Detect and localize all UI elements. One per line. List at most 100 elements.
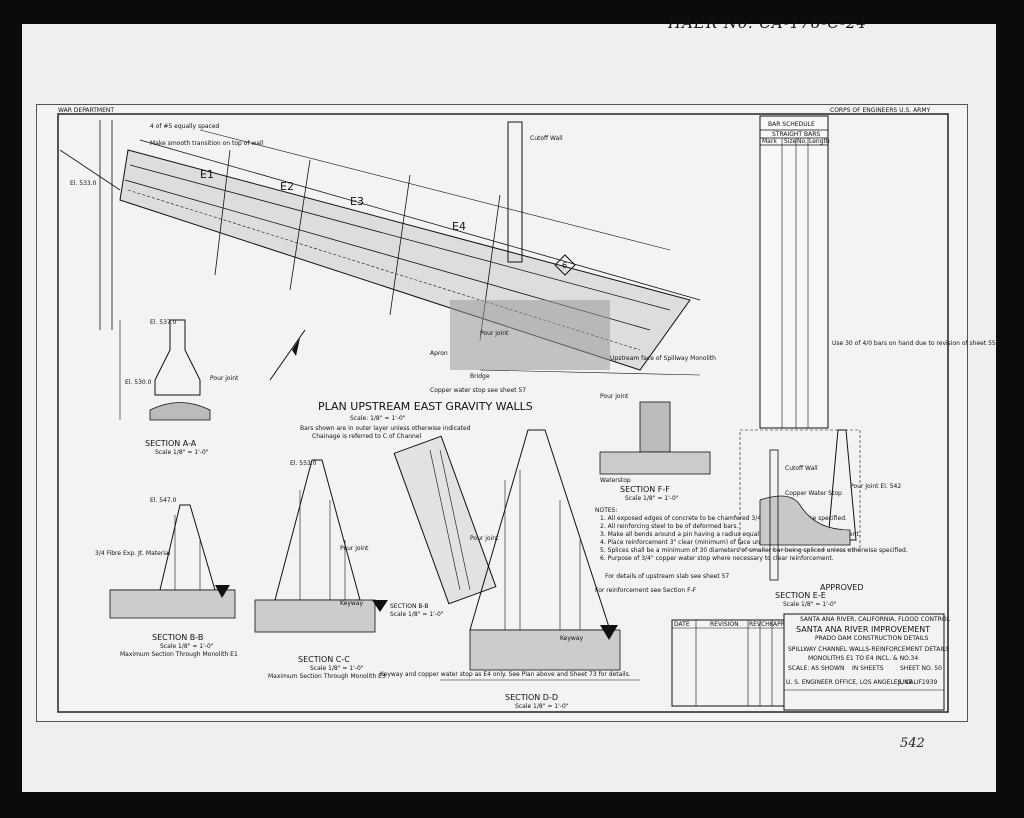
svg-text:BAR SCHEDULE: BAR SCHEDULE [768, 121, 815, 128]
revision-table: DATE REVISION REV CHK APR [671, 619, 785, 707]
svg-text:Copper Water Stop: Copper Water Stop [785, 490, 842, 497]
svg-text:MONOLITHS E1 TO E4 INCL. & NO.: MONOLITHS E1 TO E4 INCL. & NO.34 [808, 655, 918, 662]
section-bb-subtitle: Maximum Section Through Monolith E1 [120, 651, 238, 658]
svg-text:REV: REV [749, 621, 762, 628]
section-bb: El. 547.0 3/4 Fibre Exp. Jt. Material [95, 497, 236, 619]
section-dd-scale: Scale 1/8" = 1'-0" [515, 703, 569, 710]
section-dd-title: SECTION D-D [505, 693, 558, 702]
svg-text:U. S. ENGINEER OFFICE, LOS ANG: U. S. ENGINEER OFFICE, LOS ANGELES, CALI… [786, 679, 923, 686]
plan-note: Bars shown are in outer layer unless oth… [300, 425, 471, 432]
svg-text:For reinforcement see Section: For reinforcement see Section F-F [595, 587, 697, 594]
callout-apron: Apron [430, 350, 448, 357]
section-cc-scale: Scale 1/8" = 1'-0" [310, 665, 364, 672]
section-ff: Pour joint Waterstop [599, 393, 711, 484]
section-aa-scale: Scale 1/8" = 1'-0" [155, 449, 209, 456]
callout-bars: 4 of #5 equally spaced [150, 123, 220, 130]
svg-text:Size: Size [784, 138, 797, 145]
svg-text:Pour joint: Pour joint [340, 545, 369, 552]
svg-text:Pour joint: Pour joint [470, 535, 499, 542]
svg-text:El. 530.0: El. 530.0 [125, 379, 152, 386]
plan-view: 6 E1 E2 E3 E4 4 of #5 equally spaced Mak… [59, 120, 716, 394]
plan-scale: Scale: 1/8" = 1'-0" [350, 415, 406, 422]
section-bb-title: SECTION B-B [152, 633, 203, 642]
svg-text:APR: APR [773, 621, 785, 628]
section-cc-subtitle: Maximum Section Through Monolith E3 [268, 673, 386, 680]
svg-text:Keyway: Keyway [340, 600, 363, 607]
record-id: HAER No. CA-178-C-24 [668, 14, 868, 32]
hatched-slab [450, 300, 610, 370]
wall-label-e1: E1 [200, 168, 214, 181]
svg-text:6: 6 [562, 261, 567, 270]
section-ee-title: SECTION E-E [775, 591, 826, 600]
svg-text:2. All reinforcing steel to be: 2. All reinforcing steel to be of deform… [600, 523, 739, 530]
keyway-note: Keyway and copper water stop as E4 only.… [380, 671, 631, 678]
callout-cutoff: Cutoff Wall [530, 135, 563, 142]
svg-text:SPILLWAY CHANNEL WALLS-REINFOR: SPILLWAY CHANNEL WALLS-REINFORCEMENT DET… [788, 646, 949, 653]
section-ee-scale: Scale 1/8" = 1'-0" [783, 601, 837, 608]
svg-text:Pour joint: Pour joint [600, 393, 629, 400]
plan-note2: Chainage is referred to C of Channel [312, 433, 422, 440]
north-arrow [269, 329, 306, 381]
svg-text:3. Make all bends around a pin: 3. Make all bends around a pin having a … [600, 531, 861, 538]
callout-pour: Pour joint [480, 330, 509, 337]
svg-text:1939: 1939 [922, 679, 937, 686]
svg-text:Keyway: Keyway [560, 635, 583, 642]
svg-text:SECTION B-B: SECTION B-B [390, 603, 429, 610]
header-right: CORPS OF ENGINEERS U.S. ARMY [830, 107, 931, 114]
svg-text:Pour joint: Pour joint [210, 375, 239, 382]
svg-text:Cutoff Wall: Cutoff Wall [785, 465, 818, 472]
svg-text:SCALE: AS SHOWN: SCALE: AS SHOWN [788, 665, 844, 672]
plan-title: PLAN UPSTREAM EAST GRAVITY WALLS [318, 400, 533, 413]
page-number: 542 [900, 736, 925, 751]
wall-label-e2: E2 [280, 180, 294, 193]
section-cc-title: SECTION C-C [298, 655, 350, 664]
svg-text:CHK: CHK [761, 621, 775, 628]
svg-text:El. 547.0: El. 547.0 [150, 497, 177, 504]
section-bb-detail: SECTION B-B Scale 1/8" = 1'-0" [390, 435, 497, 618]
header-left: WAR DEPARTMENT [58, 107, 114, 114]
svg-text:REVISION: REVISION [710, 621, 739, 628]
svg-text:IN SHEETS: IN SHEETS [852, 665, 884, 672]
svg-text:NOTES:: NOTES: [595, 507, 618, 514]
wall-label-e3: E3 [350, 195, 364, 208]
svg-text:STRAIGHT BARS: STRAIGHT BARS [772, 131, 820, 138]
svg-text:Waterstop: Waterstop [600, 477, 631, 484]
section-bb-scale: Scale 1/8" = 1'-0" [160, 643, 214, 650]
section-cc: El. 553.0 Pour joint Keyway [254, 459, 388, 633]
svg-text:SHEET NO. 50: SHEET NO. 50 [900, 665, 942, 672]
svg-text:El. 537.0: El. 537.0 [150, 319, 177, 326]
callout-bridge: Bridge [470, 373, 490, 380]
section-ee: Cutoff Wall Pour Joint El. 542 Copper Wa… [739, 429, 901, 581]
callout-waterstop: Copper water stop see sheet 57 [430, 387, 526, 394]
title-block: SANTA ANA RIVER, CALIFORNIA, FLOOD CONTR… [783, 613, 951, 711]
section-ff-scale: Scale 1/8" = 1'-0" [625, 495, 679, 502]
section-aa: El. 537.0 El. 530.0 Pour joint [119, 319, 239, 421]
inner-border [57, 113, 949, 713]
svg-text:3/4 Fibre Exp. Jt. Material: 3/4 Fibre Exp. Jt. Material [95, 550, 171, 557]
svg-text:4. Place reinforcement 3" clea: 4. Place reinforcement 3" clear (minimum… [600, 539, 834, 546]
approved-stamp: APPROVED [820, 583, 864, 592]
wall-label-e4: E4 [452, 220, 466, 233]
section-ff-title: SECTION F-F [620, 485, 670, 494]
section-aa-title: SECTION A-A [145, 439, 197, 448]
svg-text:Length: Length [809, 138, 830, 145]
svg-text:For details of upstream slab s: For details of upstream slab see sheet 5… [605, 573, 729, 580]
svg-text:JUNE: JUNE [897, 679, 913, 686]
svg-text:DATE: DATE [674, 621, 690, 628]
bar-schedule: BAR SCHEDULE STRAIGHT BARS Mark Size No.… [759, 115, 996, 429]
svg-text:6. Purpose of 3/4" copper wate: 6. Purpose of 3/4" copper water stop whe… [600, 555, 834, 562]
bar-schedule-note: Use 30 of 4/0 bars on hand due to revisi… [832, 340, 996, 347]
svg-text:El. 553.0: El. 553.0 [290, 460, 317, 467]
callout-transition: Make smooth transition on top of wall [150, 140, 264, 147]
svg-text:Mark: Mark [762, 138, 777, 145]
svg-text:5. Splices shall be a minimum: 5. Splices shall be a minimum of 30 diam… [600, 547, 908, 554]
svg-text:SANTA ANA RIVER IMPROVEMENT: SANTA ANA RIVER IMPROVEMENT [796, 625, 930, 634]
notes: NOTES: 1. All exposed edges of concrete … [595, 507, 908, 594]
svg-text:Scale 1/8" = 1'-0": Scale 1/8" = 1'-0" [390, 611, 444, 618]
svg-text:PRADO DAM CONSTRUCTION DETAILS: PRADO DAM CONSTRUCTION DETAILS [815, 635, 929, 642]
svg-text:1. All exposed edges of concre: 1. All exposed edges of concrete to be c… [600, 515, 847, 522]
svg-text:Pour Joint El. 542: Pour Joint El. 542 [850, 483, 901, 490]
svg-text:No.: No. [797, 138, 807, 145]
plan-elevation: El. 533.0 [70, 180, 97, 187]
